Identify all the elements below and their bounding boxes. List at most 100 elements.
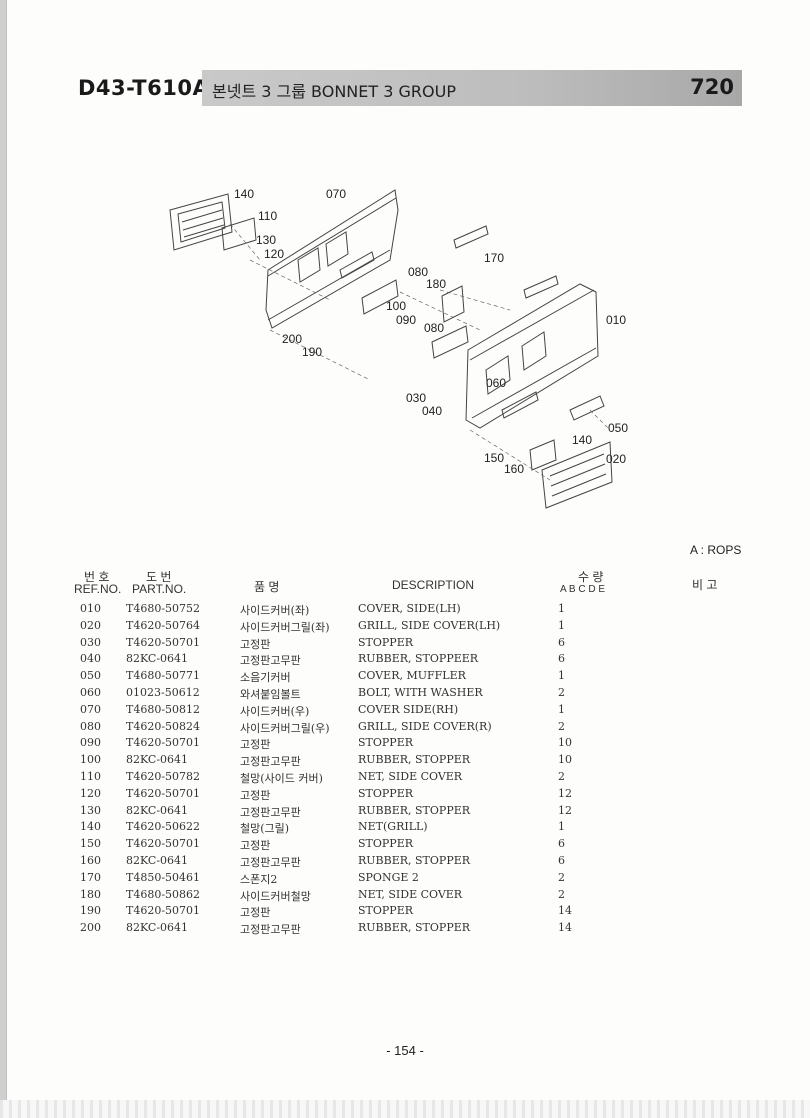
- cell-ref-no: 150: [80, 837, 101, 851]
- cell-name-ko: 스폰지2: [240, 872, 278, 886]
- cell-part-no: T4620-50701: [126, 786, 201, 800]
- cell-ref-no: 110: [80, 770, 101, 783]
- cell-ref-no: 170: [80, 870, 101, 884]
- cell-description: SPONGE 2: [358, 870, 419, 884]
- cell-name-ko: 고정판: [240, 738, 271, 752]
- cell-description: NET(GRILL): [358, 820, 428, 834]
- label-110: 110: [258, 209, 277, 223]
- label-030: 030: [406, 391, 426, 405]
- label-080-a: 080: [408, 265, 428, 279]
- sponge-upper: [453, 225, 489, 249]
- cell-description: RUBBER, STOPPER: [358, 854, 471, 867]
- cell-part-no: T4620-50622: [126, 820, 201, 834]
- page-bottom-edge: [0, 1100, 810, 1118]
- side-cover-lh: [465, 283, 599, 429]
- cell-part-no: 82KC-0641: [126, 854, 189, 867]
- label-060: 060: [486, 376, 506, 390]
- cell-part-no: 82KC-0641: [126, 803, 189, 817]
- net-top: [221, 217, 257, 251]
- cell-description: STOPPER: [358, 786, 414, 800]
- cell-description: RUBBER, STOPPEER: [358, 652, 479, 666]
- rops-note: A : ROPS: [690, 543, 742, 557]
- cell-description: NET, SIDE COVER: [358, 770, 463, 783]
- cell-part-no: T4620-50701: [126, 904, 201, 918]
- label-020: 020: [606, 452, 626, 466]
- cell-name-ko: 고정판고무판: [240, 923, 301, 937]
- label-150: 150: [484, 451, 504, 465]
- label-050: 050: [608, 421, 628, 435]
- cell-quantity: 12: [558, 786, 572, 800]
- side-cover-rh: [265, 189, 399, 329]
- label-130: 130: [256, 233, 276, 247]
- cell-name-ko: 사이드커버그릴(우): [240, 721, 330, 735]
- cell-ref-no: 160: [80, 854, 101, 867]
- page-number: - 154 -: [386, 1043, 424, 1058]
- label-180: 180: [426, 277, 446, 291]
- cell-part-no: 01023-50612: [126, 686, 200, 699]
- cell-name-ko: 사이드커버(우): [240, 704, 310, 718]
- cell-name-ko: 고정판: [240, 906, 271, 920]
- col-no-en: REF.NO.: [74, 582, 122, 596]
- cell-name-ko: 고정판고무판: [240, 856, 301, 869]
- grill-side-cover-mid: [361, 279, 399, 315]
- cell-quantity: 2: [558, 887, 565, 901]
- side-cover-lh-edge: [469, 289, 597, 419]
- cell-part-no: T4620-50701: [126, 736, 201, 750]
- label-100: 100: [386, 299, 406, 313]
- cell-part-no: 82KC-0641: [126, 921, 189, 935]
- label-170: 170: [484, 251, 504, 265]
- cell-quantity: 2: [558, 870, 565, 884]
- cell-ref-no: 120: [80, 786, 101, 800]
- cell-part-no: T4620-50701: [126, 837, 201, 851]
- cell-description: NET, SIDE COVER: [358, 887, 463, 901]
- cell-quantity: 10: [558, 753, 572, 767]
- side-cover-lh-window: [485, 355, 511, 395]
- cell-name-ko: 고정판: [240, 637, 271, 651]
- cell-part-no: 82KC-0641: [126, 652, 189, 666]
- cell-name-ko: 철망(그릴): [240, 822, 290, 836]
- label-090: 090: [396, 313, 416, 327]
- cell-part-no: T4620-50701: [126, 635, 201, 649]
- grill-top-left-inner: [177, 201, 226, 243]
- cell-name-ko: 사이드커버철망: [240, 889, 311, 903]
- cell-quantity: 2: [558, 719, 565, 733]
- cell-name-ko: 고정판: [240, 839, 271, 853]
- col-part-en: PART.NO.: [132, 582, 187, 596]
- cell-quantity: 1: [558, 669, 565, 683]
- col-qty-sub: A B C D E: [560, 584, 606, 595]
- cell-part-no: T4620-50782: [126, 770, 201, 783]
- label-160: 160: [504, 462, 524, 476]
- cell-quantity: 1: [558, 702, 565, 716]
- cell-ref-no: 070: [80, 702, 101, 716]
- cell-ref-no: 030: [80, 635, 101, 649]
- cell-description: RUBBER, STOPPER: [358, 921, 471, 935]
- grill-bottom-right: [541, 441, 613, 509]
- cell-quantity: 10: [558, 736, 572, 750]
- cell-ref-no: 040: [80, 652, 101, 666]
- cell-quantity: 6: [558, 635, 565, 649]
- cell-name-ko: 사이드커버(좌): [240, 604, 310, 617]
- cell-part-no: T4680-50812: [126, 702, 201, 716]
- cell-ref-no: 100: [80, 753, 101, 767]
- cell-description: STOPPER: [358, 736, 414, 750]
- page-binding-edge: [0, 0, 7, 1118]
- cell-quantity: 14: [558, 921, 572, 935]
- cell-description: STOPPER: [358, 635, 414, 649]
- cell-name-ko: 와셔붙임볼트: [240, 688, 301, 701]
- net-bottom: [529, 439, 557, 471]
- cell-part-no: T4680-50771: [126, 669, 201, 683]
- cell-name-ko: 고정판: [240, 788, 271, 802]
- cell-description: COVER, SIDE(LH): [358, 602, 461, 615]
- cell-part-no: T4620-50824: [126, 719, 201, 733]
- grill-top-left: [169, 193, 233, 251]
- leader-line-1: [229, 223, 481, 381]
- cell-quantity: 1: [558, 602, 565, 615]
- exploded-diagram: 140 070 110 130 120 170 080 180 100 090 …: [169, 187, 628, 509]
- side-cover-lh-window2: [521, 331, 547, 371]
